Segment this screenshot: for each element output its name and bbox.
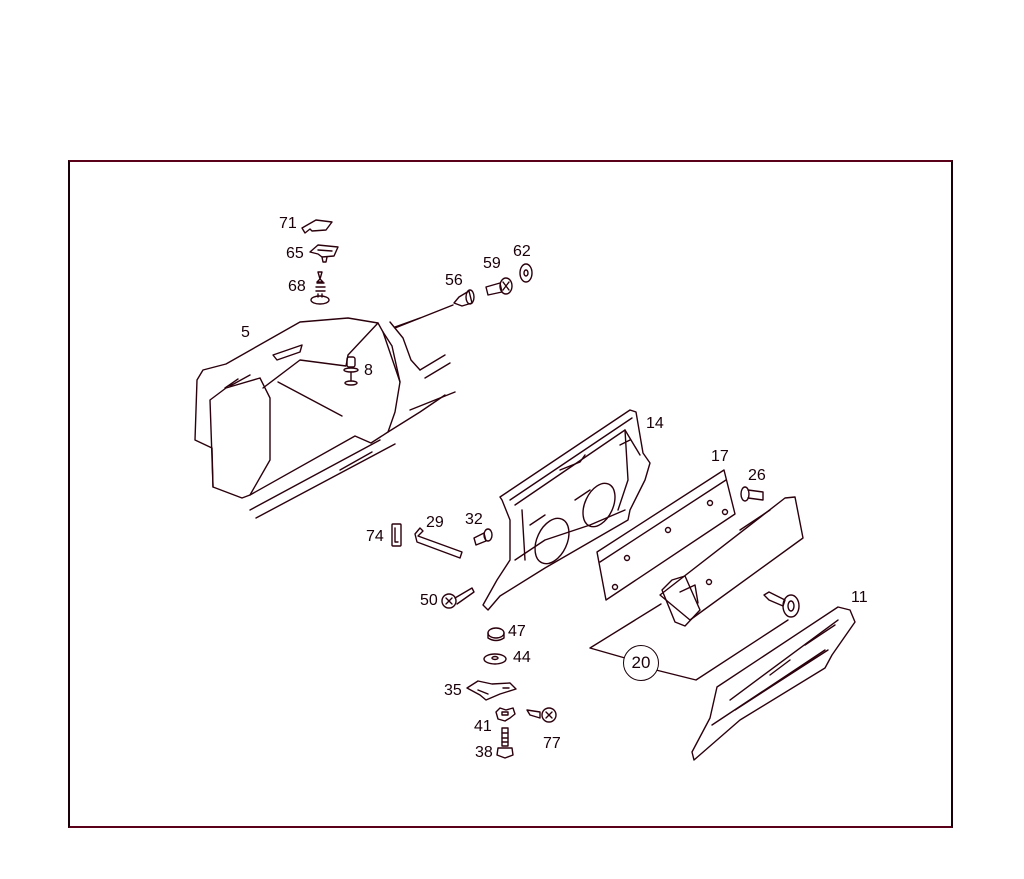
part-14-frame-icon <box>482 409 651 611</box>
callout-11[interactable]: 11 <box>851 589 868 606</box>
callout-56[interactable]: 56 <box>445 272 463 289</box>
part-50-screw-icon <box>441 587 475 609</box>
callout-14[interactable]: 14 <box>646 415 664 432</box>
callout-65[interactable]: 65 <box>286 245 304 262</box>
callout-41[interactable]: 41 <box>474 718 492 735</box>
part-65-nut-clip-icon <box>309 244 339 263</box>
key-icon <box>763 591 800 618</box>
part-26-screw-icon <box>740 486 764 502</box>
callout-26[interactable]: 26 <box>748 467 766 484</box>
callout-44[interactable]: 44 <box>513 649 531 666</box>
callout-47[interactable]: 47 <box>508 623 526 640</box>
part-47-nut-icon <box>487 627 505 642</box>
callout-68[interactable]: 68 <box>288 278 306 295</box>
part-74-clip-icon <box>391 523 402 547</box>
callout-59[interactable]: 59 <box>483 255 501 272</box>
callout-77[interactable]: 77 <box>543 735 561 752</box>
part-11-lid-icon <box>691 606 856 761</box>
callout-29[interactable]: 29 <box>426 514 444 531</box>
part-68-screw-icon <box>310 271 330 305</box>
callout-62[interactable]: 62 <box>513 243 531 260</box>
part-77-screw-icon <box>526 707 557 723</box>
part-8-push-pin-icon <box>343 356 359 386</box>
group-20-leader-lines <box>589 603 789 681</box>
callout-32[interactable]: 32 <box>465 511 483 528</box>
part-38-bolt-icon <box>496 727 514 759</box>
callout-17[interactable]: 17 <box>711 448 729 465</box>
diagram-frame <box>68 160 953 828</box>
part-29-rod-icon <box>414 527 463 559</box>
callout-74[interactable]: 74 <box>366 528 384 545</box>
part-62-washer-icon <box>519 263 533 283</box>
part-41-star-washer-icon <box>495 707 516 722</box>
callout-71[interactable]: 71 <box>279 215 297 232</box>
part-44-washer-icon <box>483 653 507 665</box>
callout-20-group[interactable]: 20 <box>623 645 659 681</box>
callout-50[interactable]: 50 <box>420 592 438 609</box>
callout-38[interactable]: 38 <box>475 744 493 761</box>
part-17-plate-icon <box>596 469 736 601</box>
part-5-housing-icon <box>194 317 456 519</box>
part-71-clip-icon <box>301 219 333 234</box>
callout-8[interactable]: 8 <box>364 362 373 379</box>
part-32-screw-icon <box>473 528 493 546</box>
part-35-bracket-icon <box>466 680 517 701</box>
callout-5[interactable]: 5 <box>241 324 250 341</box>
callout-35[interactable]: 35 <box>444 682 462 699</box>
part-59-screw-icon <box>485 277 513 296</box>
handle-bar-icon <box>659 496 804 627</box>
